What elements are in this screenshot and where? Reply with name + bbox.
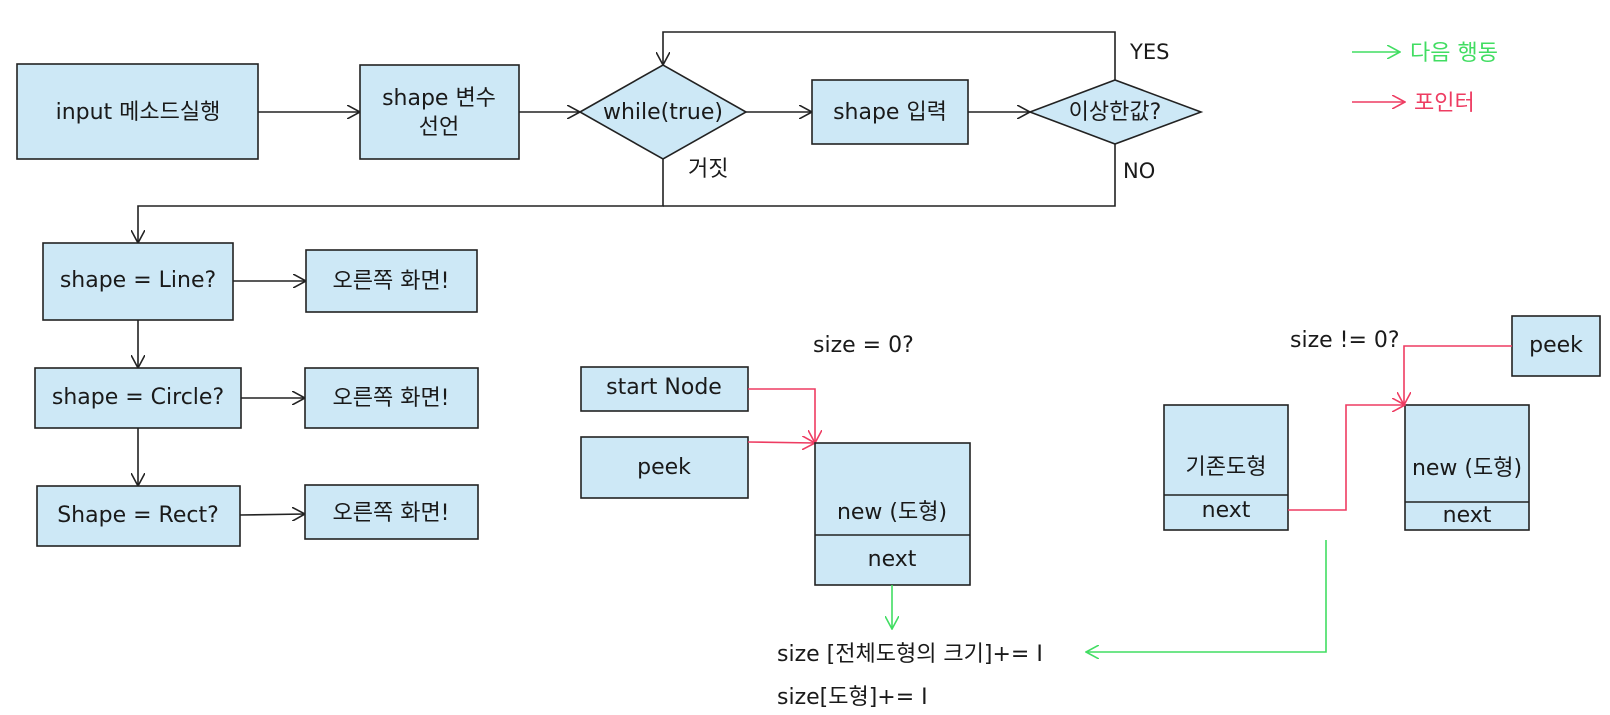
- node-check-circle: shape = Circle?: [34, 367, 242, 429]
- node-while-true: while(true): [578, 64, 748, 160]
- edge-rect-to-right-screen: [239, 514, 305, 515]
- node-weird-value: 이상한값?: [1027, 79, 1204, 145]
- legend-pointer-label: 포인터: [1414, 91, 1475, 116]
- node-new-shape-nonempty-label: new (도형): [1412, 456, 1522, 481]
- node-peek-nonempty: peek: [1511, 315, 1601, 377]
- pointer-peek-to-new: [747, 442, 815, 443]
- label-yes: YES: [1129, 40, 1169, 64]
- node-start-node-label: start Node: [606, 375, 722, 400]
- result-total-size: size [전체도형의 크기]+= I: [777, 642, 1043, 667]
- edge-no-loop: [663, 144, 1116, 207]
- node-right-screen-3: 오른쪽 화면!: [304, 484, 479, 540]
- node-check-line-label: shape = Line?: [60, 268, 216, 293]
- edge-nonempty-to-result: [1086, 540, 1327, 652]
- node-existing-shape: 기존도형 next: [1163, 404, 1289, 531]
- node-input-method-label: input 메소드실행: [56, 100, 221, 125]
- label-size-nonzero: size != 0?: [1290, 328, 1400, 353]
- node-new-shape-empty: new (도형) next: [814, 442, 971, 586]
- node-start-node: start Node: [580, 366, 749, 412]
- node-new-shape-nonempty-next: next: [1443, 503, 1492, 528]
- node-right-screen-1: 오른쪽 화면!: [305, 249, 478, 313]
- node-while-true-label: while(true): [603, 100, 723, 125]
- node-right-screen-2-label: 오른쪽 화면!: [332, 386, 449, 411]
- edge-yes-loop: [663, 31, 1116, 80]
- node-existing-shape-label: 기존도형: [1186, 455, 1267, 480]
- legend: 다음 행동 포인터: [1352, 41, 1498, 116]
- node-check-line: shape = Line?: [42, 242, 234, 321]
- node-peek-empty-label: peek: [637, 455, 691, 480]
- pointer-existing-next-to-new: [1288, 405, 1405, 511]
- edge-false-branch: [138, 159, 664, 243]
- node-check-rect: Shape = Rect?: [36, 485, 241, 547]
- node-shape-declare: shape 변수 선언: [359, 64, 520, 160]
- node-input-method: input 메소드실행: [16, 63, 259, 160]
- node-weird-value-label: 이상한값?: [1069, 100, 1162, 125]
- node-new-shape-empty-label: new (도형): [837, 500, 947, 525]
- node-shape-input: shape 입력: [811, 79, 969, 145]
- node-new-shape-nonempty: new (도형) next: [1404, 404, 1530, 531]
- label-size-zero: size = 0?: [813, 333, 914, 358]
- node-shape-declare-line1: shape 변수: [382, 86, 496, 111]
- pointer-peek-to-new-nonempty: [1404, 345, 1512, 405]
- node-check-rect-label: Shape = Rect?: [57, 503, 219, 528]
- node-shape-declare-line2: 선언: [419, 115, 459, 140]
- node-right-screen-2: 오른쪽 화면!: [304, 367, 479, 429]
- node-right-screen-3-label: 오른쪽 화면!: [332, 501, 449, 526]
- node-peek-empty: peek: [580, 436, 749, 499]
- node-new-shape-empty-next: next: [868, 547, 917, 572]
- label-false: 거짓: [688, 157, 728, 182]
- result-shape-size: size[도형]+= I: [777, 685, 928, 710]
- node-right-screen-1-label: 오른쪽 화면!: [332, 269, 449, 294]
- node-existing-shape-next: next: [1202, 498, 1251, 523]
- node-check-circle-label: shape = Circle?: [52, 385, 224, 410]
- pointer-start-to-new: [748, 388, 815, 443]
- legend-next-action-label: 다음 행동: [1410, 41, 1498, 66]
- label-no: NO: [1123, 159, 1155, 183]
- node-shape-input-label: shape 입력: [833, 100, 947, 125]
- node-peek-nonempty-label: peek: [1529, 333, 1583, 358]
